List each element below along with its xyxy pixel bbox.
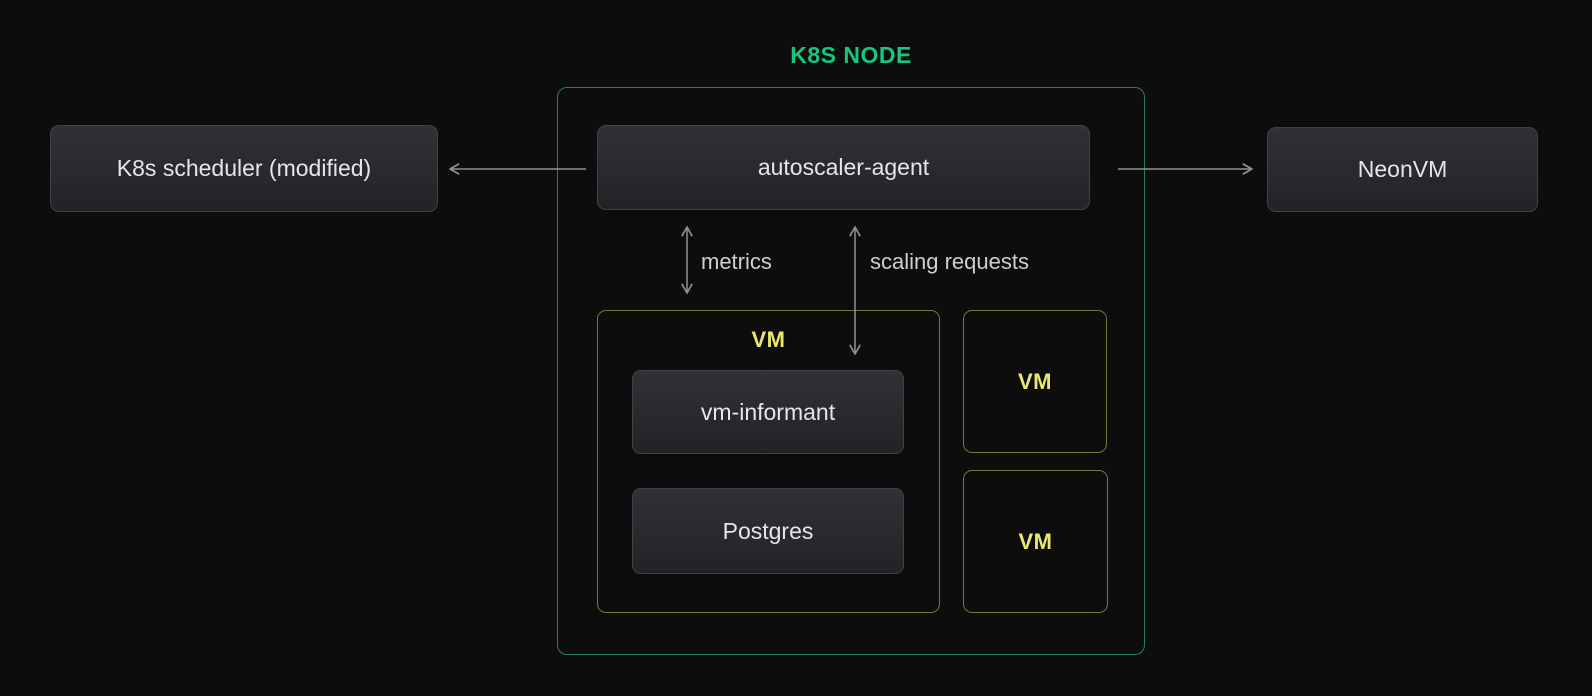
node-k8s-scheduler: K8s scheduler (modified) bbox=[50, 125, 438, 212]
vm-container-small-2-label: VM bbox=[1018, 528, 1053, 554]
vm-container-main: VM bbox=[597, 310, 940, 613]
edge-label-metrics: metrics bbox=[701, 249, 772, 274]
node-autoscaler-agent: autoscaler-agent bbox=[597, 125, 1090, 210]
k8s-node-title: K8S NODE bbox=[790, 42, 912, 68]
vm-container-small-2: VM bbox=[963, 470, 1108, 613]
node-k8s-scheduler-label: K8s scheduler (modified) bbox=[116, 155, 372, 181]
vm-container-main-label: VM bbox=[751, 327, 786, 352]
node-postgres-label: Postgres bbox=[722, 517, 814, 544]
vm-container-small-1: VM bbox=[963, 310, 1107, 453]
node-autoscaler-agent-label: autoscaler-agent bbox=[757, 154, 930, 180]
node-postgres: Postgres bbox=[632, 488, 904, 574]
k8s-node-container bbox=[557, 87, 1145, 655]
node-vm-informant: vm-informant bbox=[632, 370, 904, 454]
edge-label-scaling-requests: scaling requests bbox=[870, 249, 1029, 274]
node-neonvm-label: NeonVM bbox=[1357, 156, 1448, 182]
node-neonvm: NeonVM bbox=[1267, 127, 1538, 212]
vm-container-small-1-label: VM bbox=[1018, 368, 1052, 394]
node-vm-informant-label: vm-informant bbox=[700, 398, 836, 425]
